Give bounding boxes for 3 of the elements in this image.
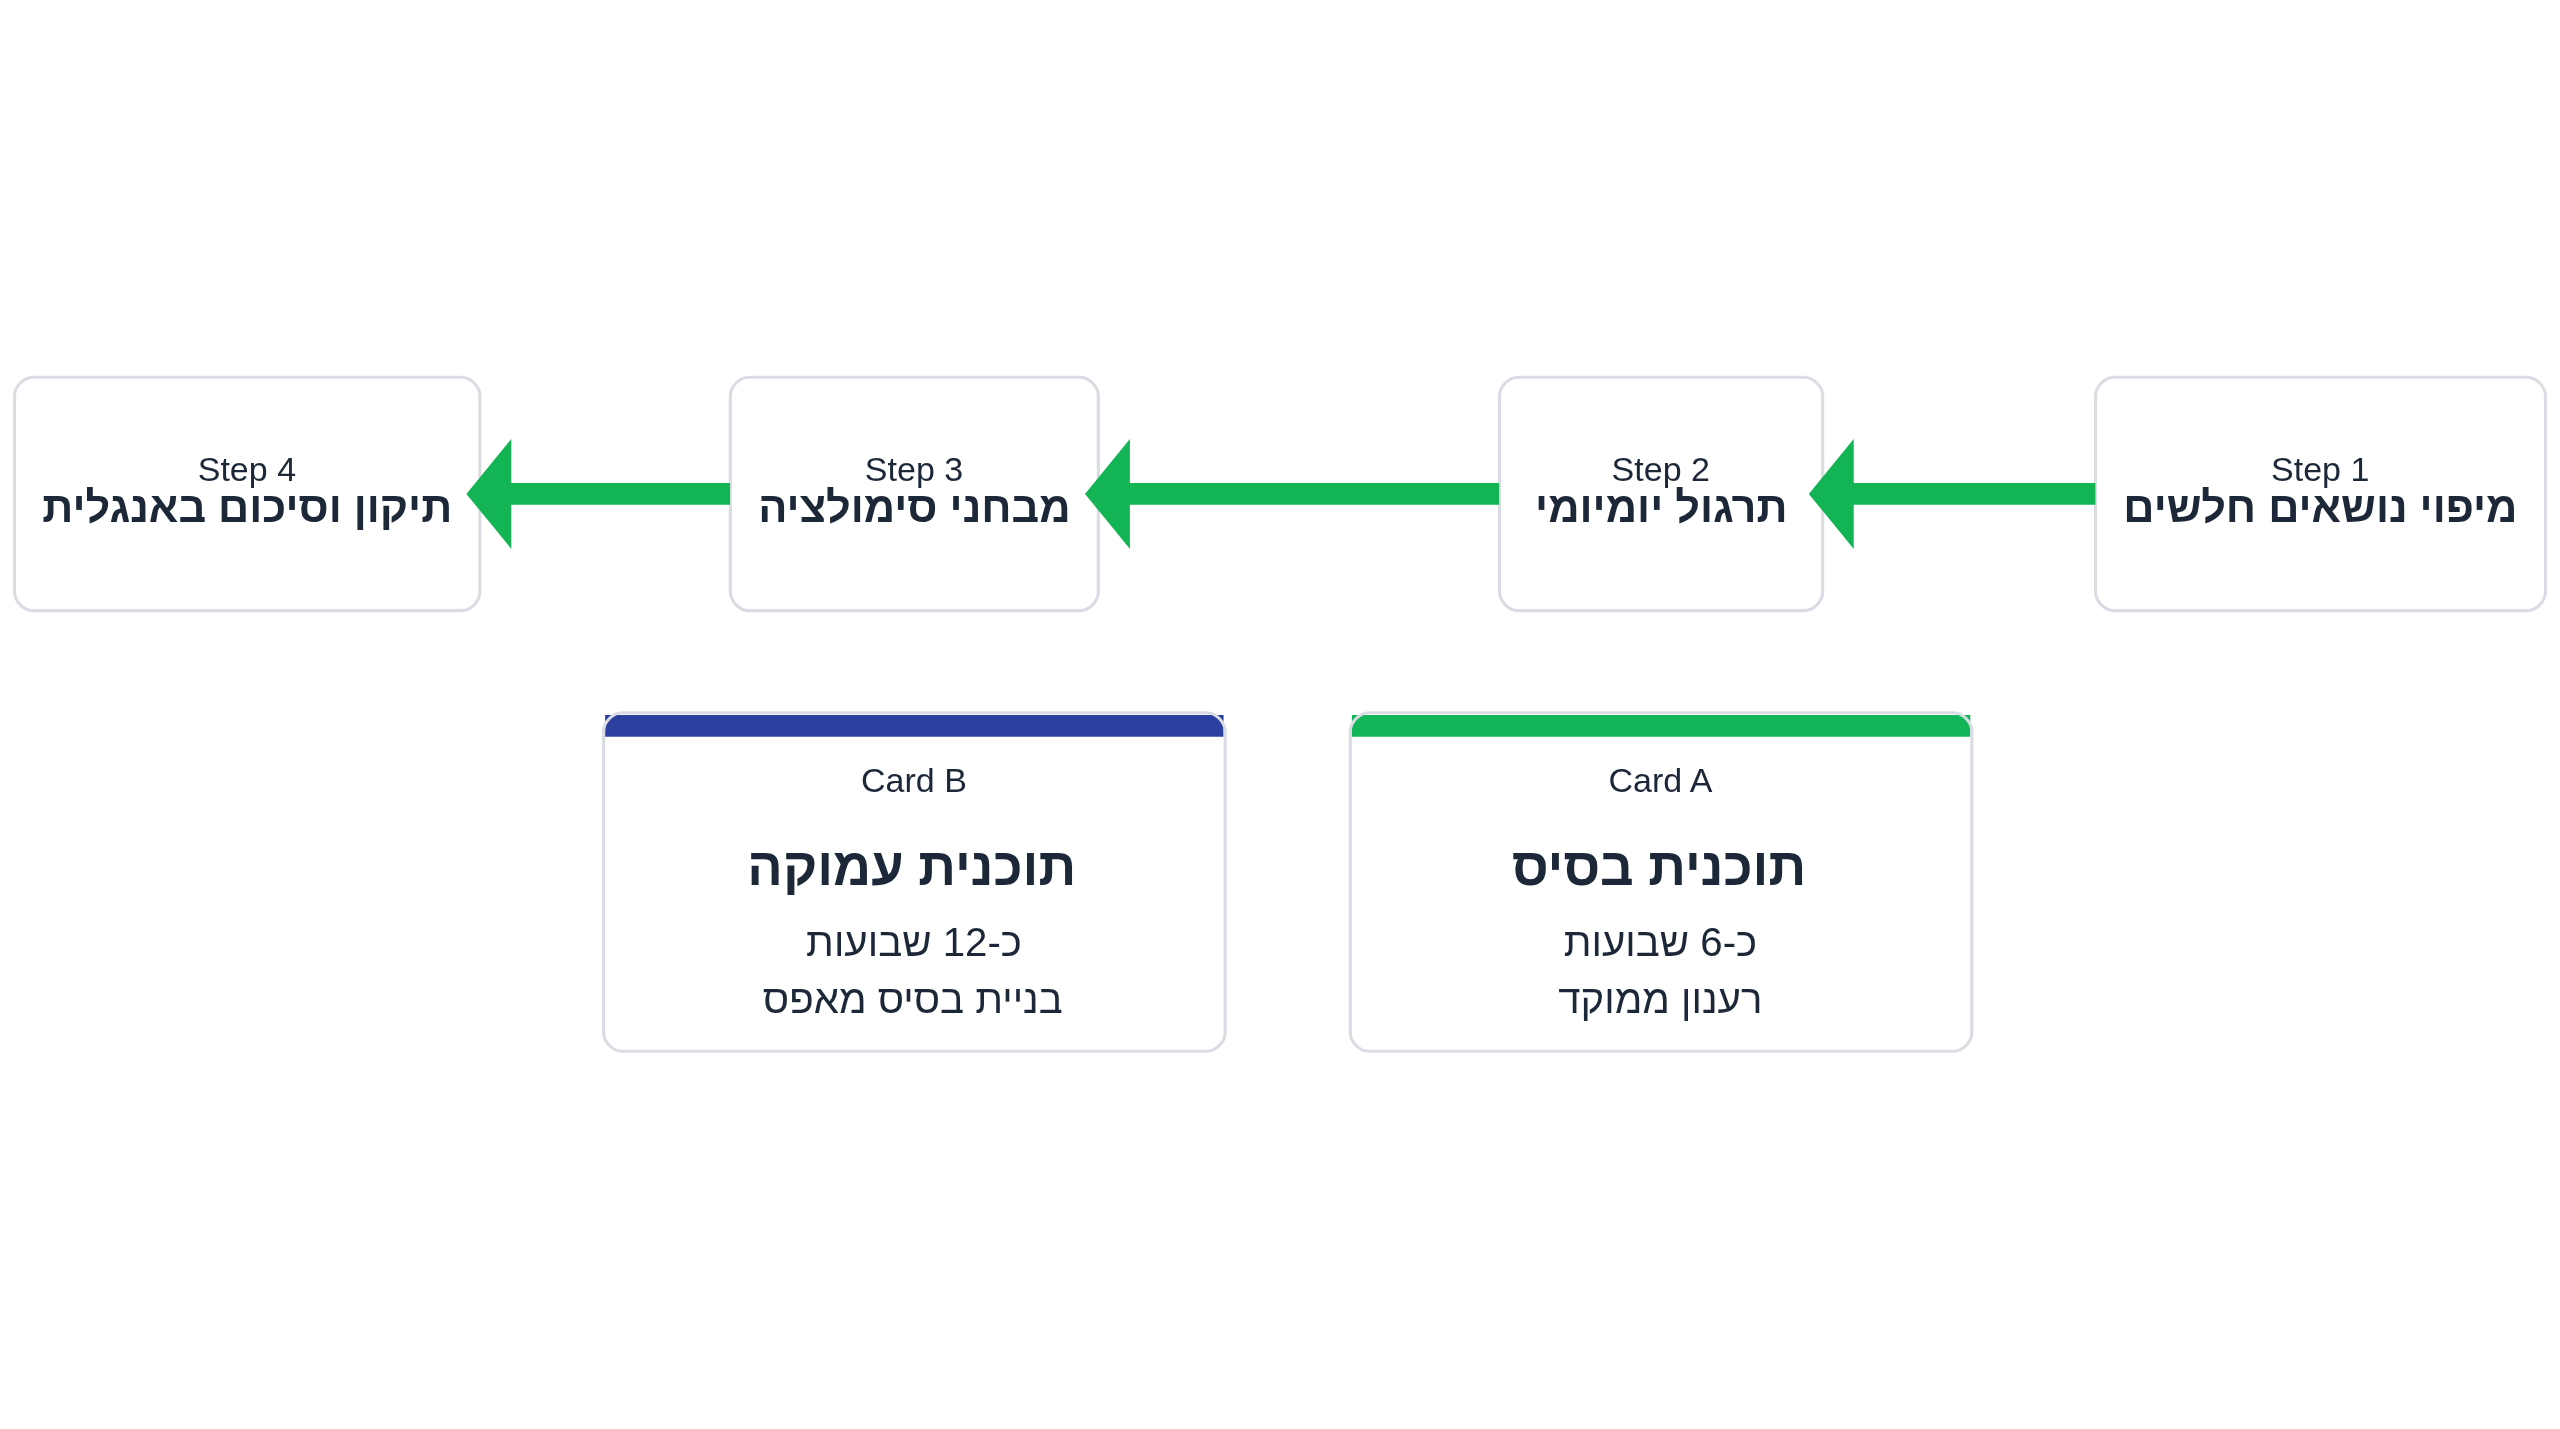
arrow (1085, 438, 1500, 549)
arrow (466, 438, 731, 549)
arrow (1808, 438, 2096, 549)
